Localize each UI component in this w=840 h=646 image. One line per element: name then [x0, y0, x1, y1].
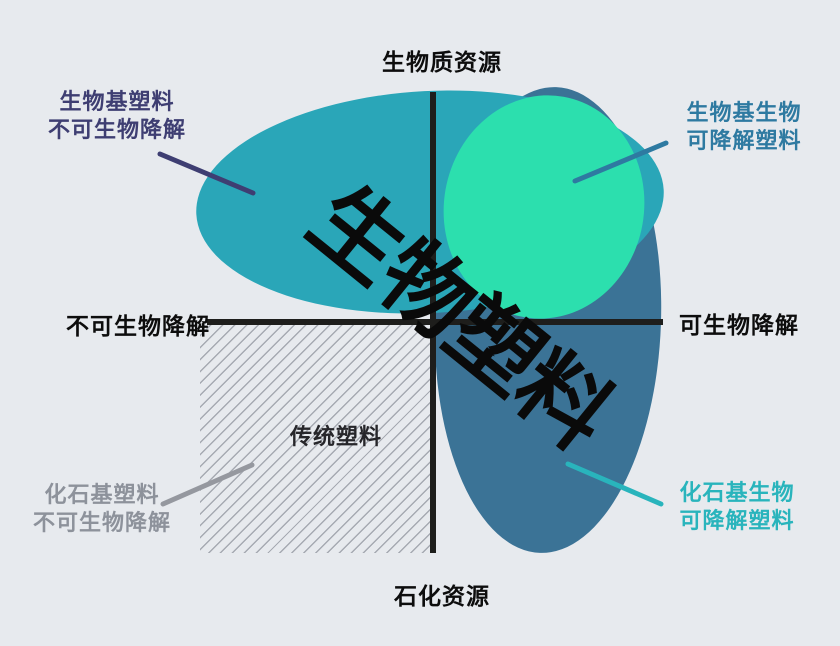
label-line: 不可生物降解 [32, 510, 171, 535]
axis-label-nonbiodegradable: 不可生物降解 [66, 313, 210, 339]
label-fossil-based-nonbiodegradable: 化石基塑料 不可生物降解 [16, 481, 188, 537]
label-line: 化石基塑料 [44, 482, 160, 507]
axis-label-biodegradable: 可生物降解 [679, 312, 799, 338]
label-fossil-based-biodegradable: 化石基生物 可降解塑料 [658, 479, 816, 535]
label-line: 可降解塑料 [679, 508, 795, 533]
traditional-plastics-hatched-region [200, 325, 433, 553]
label-line: 生物基生物 [686, 100, 802, 125]
label-bio-based-nonbiodegradable: 生物基塑料 不可生物降解 [28, 88, 206, 144]
label-line: 化石基生物 [679, 480, 795, 505]
label-line: 不可生物降解 [47, 117, 186, 142]
axis-label-biomass-resource: 生物质资源 [382, 49, 502, 75]
label-bio-based-biodegradable: 生物基生物 可降解塑料 [664, 99, 824, 155]
label-line: 可降解塑料 [686, 128, 802, 153]
horizontal-axis-line [207, 319, 663, 325]
axis-label-petrochemical-resource: 石化资源 [394, 583, 490, 609]
label-line: 生物基塑料 [59, 89, 175, 114]
label-traditional-plastics: 传统塑料 [289, 424, 382, 449]
